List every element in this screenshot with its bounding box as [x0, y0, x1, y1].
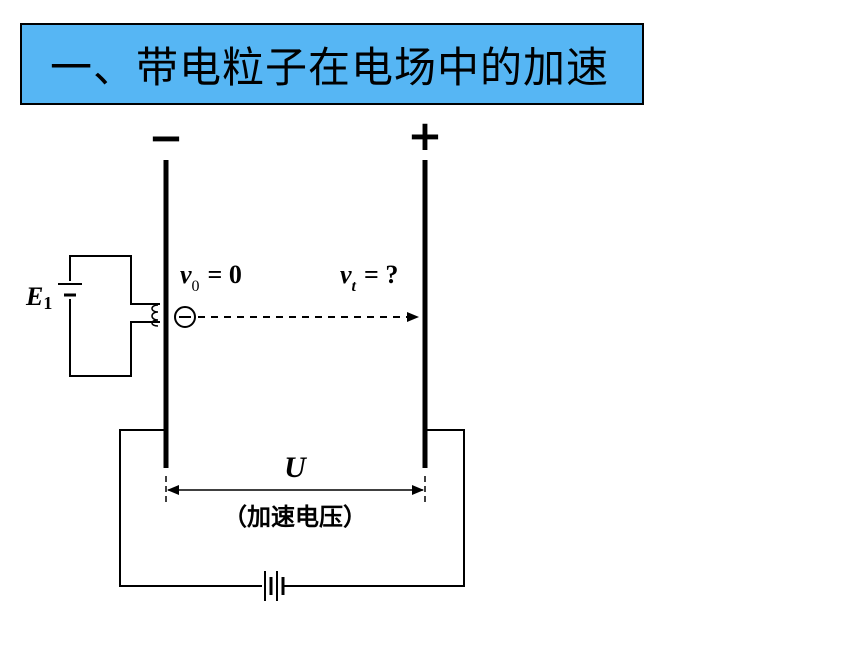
negative-plate-sign: −: [148, 113, 183, 162]
heater-circuit-wire: [69, 255, 160, 377]
positive-plate-sign: +: [407, 111, 442, 160]
slide-title: 一、带电粒子在电场中的加速: [20, 23, 644, 105]
e1-label: E1: [25, 282, 52, 313]
battery-u-gap: [262, 575, 284, 597]
voltage-caption: （加速电压）: [223, 503, 367, 531]
filament-coil: [151, 304, 159, 327]
final-velocity-label: vt= ?: [340, 260, 398, 295]
external-circuit-wire: [119, 429, 465, 587]
initial-velocity-label: v0= 0: [180, 260, 242, 295]
voltage-symbol: U: [284, 451, 307, 484]
